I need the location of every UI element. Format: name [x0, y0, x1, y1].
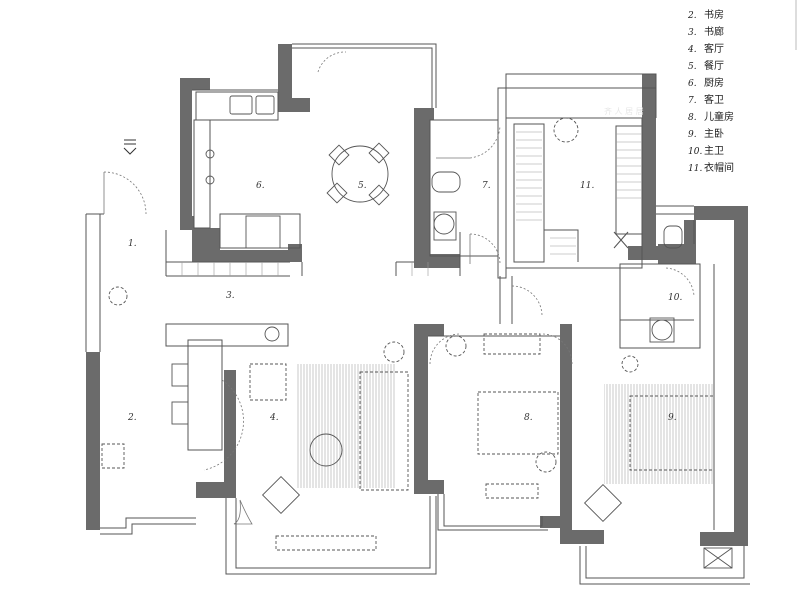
svg-text:4.: 4. — [687, 45, 697, 55]
svg-text:衣帽间: 衣帽间 — [704, 161, 734, 174]
watermark: 齐 人 居 居 — [604, 106, 644, 116]
legend-item: 11. 衣帽间 — [688, 161, 734, 174]
corridor-tiles — [181, 262, 429, 276]
room-labels: 1. 2. 3. 4. 5. 6. 7. 8. 9. 10. 11. — [127, 181, 682, 423]
legend-item: 5. 餐厅 — [688, 59, 724, 72]
svg-text:厨房: 厨房 — [704, 76, 724, 89]
outlines — [85, 43, 750, 585]
svg-text:3.: 3. — [688, 28, 697, 38]
stairs — [516, 131, 642, 255]
room-label-5: 5. — [358, 181, 367, 191]
svg-text:主卧: 主卧 — [704, 127, 724, 140]
svg-text:8.: 8. — [688, 113, 697, 123]
room-label-4: 4. — [269, 413, 279, 423]
svg-text:儿童房: 儿童房 — [704, 110, 734, 123]
svg-text:9.: 9. — [688, 130, 697, 140]
doors — [103, 51, 695, 525]
room-label-3: 3. — [226, 291, 235, 301]
room-label-8: 8. — [524, 413, 533, 423]
legend-item: 4. 客厅 — [687, 42, 724, 55]
furniture — [101, 95, 733, 569]
legend-item: 8. 儿童房 — [688, 110, 734, 123]
svg-text:客卫: 客卫 — [704, 93, 724, 106]
room-label-2: 2. — [127, 413, 137, 423]
room-label-7: 7. — [482, 181, 491, 191]
room-label-1: 1. — [128, 239, 137, 249]
room-label-9: 9. — [668, 413, 677, 423]
room-label-10: 10. — [668, 293, 682, 303]
legend-item: 2. 书房 — [687, 8, 724, 21]
svg-text:主卫: 主卫 — [704, 145, 724, 157]
svg-text:2.: 2. — [687, 11, 697, 21]
svg-text:书房: 书房 — [704, 8, 724, 21]
walls — [86, 44, 748, 546]
room-label-6: 6. — [256, 181, 265, 191]
legend-item: 3. 书廊 — [688, 25, 724, 38]
svg-text:7.: 7. — [688, 96, 697, 106]
svg-text:6.: 6. — [688, 79, 697, 89]
legend-item: 7. 客卫 — [688, 93, 724, 106]
svg-text:书廊: 书廊 — [704, 25, 724, 38]
legend: 2. 书房 3. 书廊 4. 客厅 5. 餐厅 6. 厨房 7. 客卫 8. 儿… — [687, 8, 734, 174]
legend-item: 6. 厨房 — [688, 76, 724, 89]
svg-text:客厅: 客厅 — [704, 42, 724, 55]
svg-text:11.: 11. — [688, 164, 702, 174]
svg-text:10.: 10. — [688, 147, 702, 157]
entrance-arrow-icon — [123, 139, 137, 155]
room-label-11: 11. — [580, 181, 594, 191]
svg-text:餐厅: 餐厅 — [704, 59, 724, 72]
legend-item: 9. 主卧 — [688, 127, 724, 140]
svg-text:5.: 5. — [688, 62, 697, 72]
legend-item: 10. 主卫 — [688, 145, 724, 157]
